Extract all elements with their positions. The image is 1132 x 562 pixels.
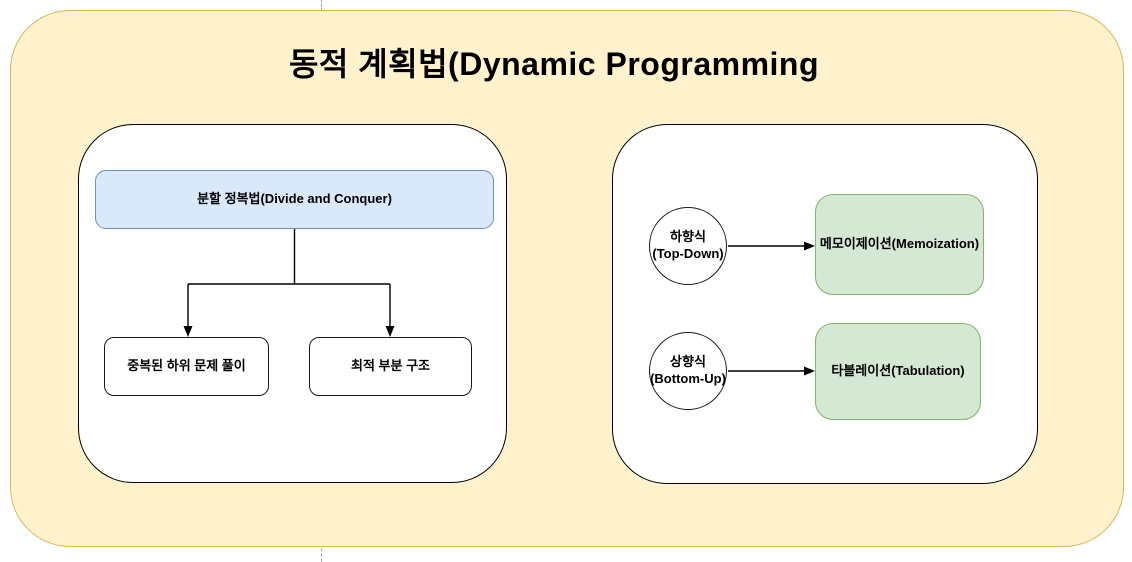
- circle-bottom-up: 상향식 (Bottom-Up): [649, 332, 727, 410]
- node-memoization-label: 메모이제이션(Memoization): [819, 236, 980, 252]
- circle-top-down-line1: 하향식: [670, 229, 706, 245]
- divide-and-conquer-panel: 분할 정복법(Divide and Conquer) 중복된 하위 문제 풀이 …: [78, 124, 507, 483]
- node-memoization: 메모이제이션(Memoization): [815, 194, 984, 295]
- diagram-title: 동적 계획법(Dynamic Programming: [288, 46, 820, 82]
- node-tabulation-label: 타블레이션(Tabulation): [831, 363, 965, 379]
- node-overlapping-subproblems-label: 중복된 하위 문제 풀이: [127, 358, 246, 374]
- circle-top-down-line2: (Top-Down): [652, 246, 724, 261]
- page-guide-line-bottom: [321, 548, 322, 562]
- dynamic-programming-container: 동적 계획법(Dynamic Programming 분할 정복법(Divide…: [10, 10, 1124, 547]
- node-tabulation: 타블레이션(Tabulation): [815, 323, 981, 420]
- circle-bottom-up-line2: (Bottom-Up): [650, 371, 726, 386]
- page-guide-line-top: [321, 0, 322, 11]
- node-optimal-substructure-label: 최적 부분 구조: [351, 358, 430, 374]
- circle-top-down: 하향식 (Top-Down): [649, 207, 727, 285]
- node-overlapping-subproblems: 중복된 하위 문제 풀이: [104, 337, 269, 396]
- circle-bottom-up-line1: 상향식: [670, 354, 706, 370]
- node-divide-and-conquer-label: 분할 정복법(Divide and Conquer): [197, 191, 392, 207]
- approach-arrow-lines: [728, 241, 815, 376]
- node-divide-and-conquer: 분할 정복법(Divide and Conquer): [95, 170, 494, 229]
- approaches-panel: 하향식 (Top-Down) 메모이제이션(Memoization) 상향식 (…: [612, 124, 1038, 484]
- node-optimal-substructure: 최적 부분 구조: [309, 337, 472, 396]
